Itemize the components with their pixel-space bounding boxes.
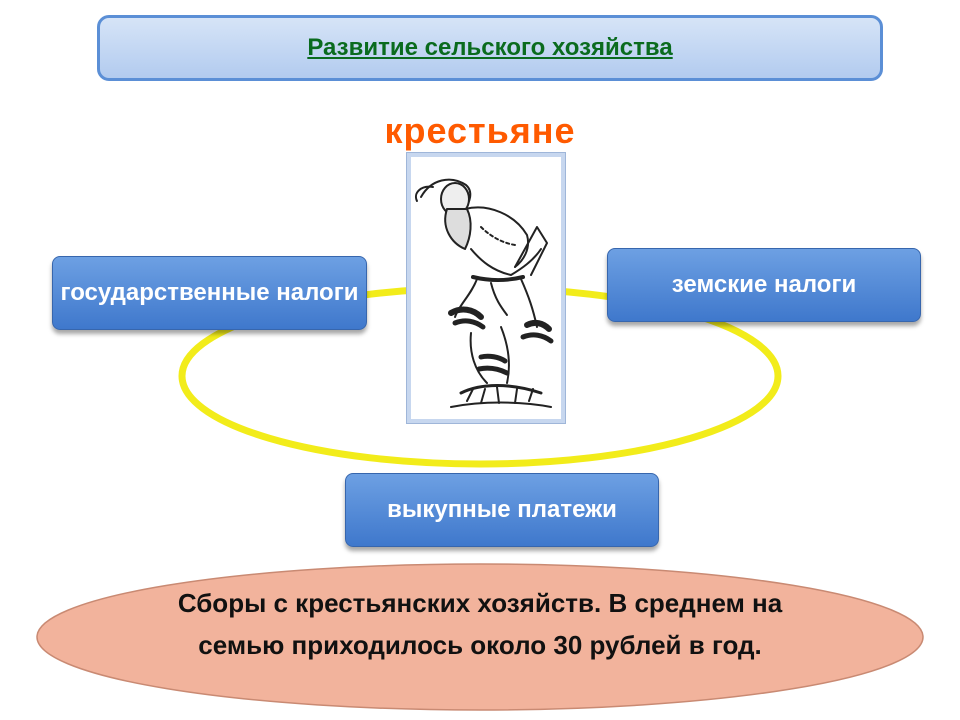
zemstvo-taxes-box: земские налоги [607, 248, 921, 322]
zemstvo-taxes-label: земские налоги [671, 271, 857, 298]
summary-note: Сборы с крестьянских хозяйств. В среднем… [177, 588, 783, 660]
peasant-drawing [415, 178, 554, 408]
peasant-illustration [407, 153, 565, 423]
state-taxes-label: государственные налоги [60, 279, 359, 306]
redemption-payments-label: выкупные платежи [387, 496, 617, 523]
page-title: Развитие сельского хозяйства [307, 34, 673, 61]
center-label: крестьяне [384, 110, 576, 151]
redemption-payments-box: выкупные платежи [345, 473, 659, 547]
state-taxes-box: государственные налоги [52, 256, 367, 330]
note-oval [36, 563, 924, 711]
title-banner: Развитие сельского хозяйства [97, 15, 883, 81]
